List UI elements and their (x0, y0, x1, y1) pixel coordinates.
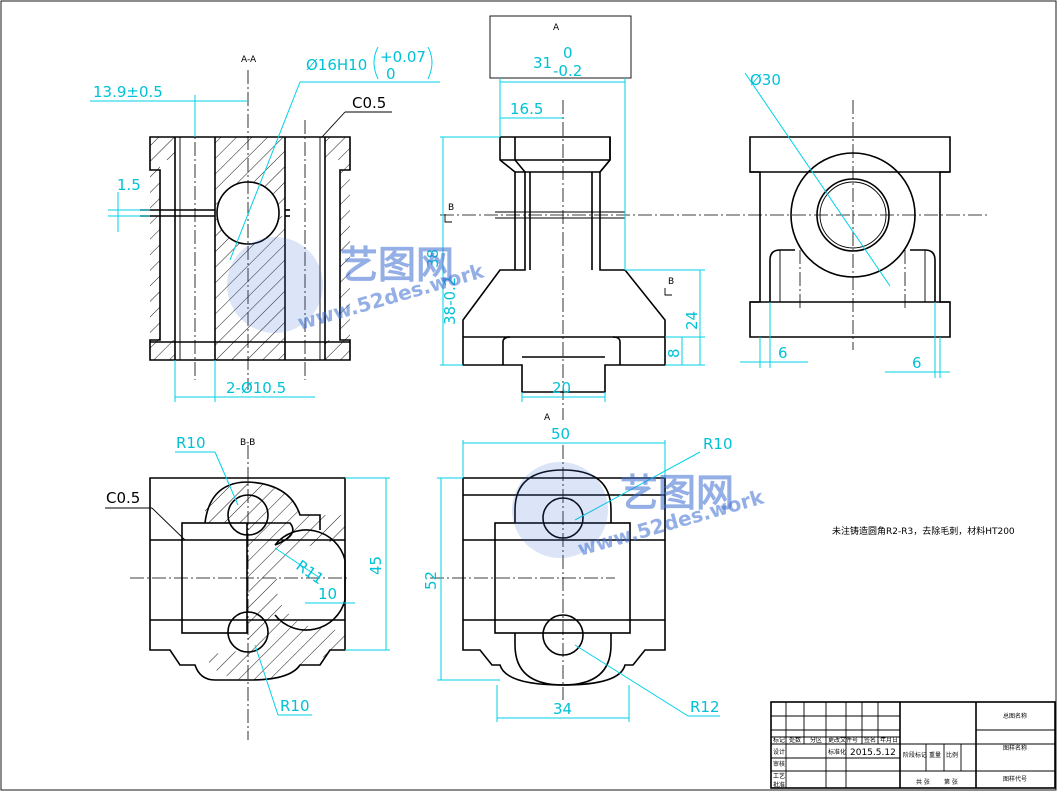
dim-38: 38 (424, 249, 442, 268)
dim-24: 24 (683, 311, 701, 330)
dim-10: 10 (318, 585, 337, 603)
tb-col-date: 年月日 (880, 736, 898, 744)
side-view: Ø30 6 6 (740, 71, 951, 378)
dim-31-upper: 0 (563, 44, 573, 62)
tb-sheet-no: 第 张 (944, 778, 958, 786)
dim-bore: Ø16H10 (306, 56, 367, 74)
front-view: A B B A 31 0 -0.2 16.5 38-0.2 38 (424, 15, 990, 423)
section-view-aa: A-A 13.9±0.5 Ø16H10 +0.07 0 (90, 46, 440, 402)
dim-31: 31 (533, 54, 552, 72)
watermark-logo-top: 艺图网 (340, 243, 454, 287)
dim-bore-tol-upper: +0.07 (380, 48, 426, 66)
tb-col-sign: 签名 (864, 736, 876, 744)
section-label-bb: B-B (240, 438, 255, 448)
section-marker-b-left: B (448, 203, 454, 213)
tb-row-approve: 批准 (773, 781, 785, 789)
dim-1-5: 1.5 (117, 176, 141, 194)
tb-scale: 比例 (946, 751, 958, 759)
radius-r10-top: R10 (176, 434, 206, 452)
technical-note: 未注铸造圆角R2-R3，去除毛刺，材料HT200 (832, 525, 1015, 537)
tb-col-change: 更改文件号 (828, 736, 858, 744)
bottom-view: 50 R10 52 34 R12 (422, 425, 733, 722)
tb-std: 标准化 (828, 748, 846, 756)
tb-col-count: 处数 (789, 736, 801, 744)
tb-row-design: 设计 (773, 748, 785, 756)
tb-row-review: 审核 (773, 760, 785, 768)
watermark-logo-bottom: 艺图网 (620, 471, 734, 515)
tb-weight: 重量 (929, 751, 941, 759)
dim-8: 8 (665, 348, 683, 358)
dim-20: 20 (552, 379, 571, 397)
dim-d30: Ø30 (750, 71, 781, 89)
tb-date: 2015.5.12 (850, 748, 896, 758)
section-marker-a-top: A (553, 23, 560, 33)
tb-product-name: 总图名称 (1003, 712, 1027, 720)
dim-50: 50 (551, 425, 570, 443)
dim-13-9: 13.9±0.5 (93, 83, 163, 101)
chamfer-c05-top: C0.5 (352, 94, 386, 112)
section-marker-a-bottom: A (544, 413, 551, 423)
tb-col-zone: 分区 (810, 736, 822, 744)
tb-drawing-code: 图样代号 (1003, 775, 1027, 783)
chamfer-c05-bb: C0.5 (106, 489, 140, 507)
dim-6-right: 6 (912, 354, 922, 372)
section-view-bb: B-B R10 C0.5 R11 10 45 R10 (105, 434, 390, 740)
dim-31-lower: -0.2 (553, 62, 582, 80)
radius-r11: R11 (293, 557, 328, 589)
dim-16-5: 16.5 (510, 100, 543, 118)
tb-col-mark: 标记 (773, 736, 785, 744)
section-marker-b-right: B (668, 277, 674, 287)
dim-52: 52 (422, 571, 440, 590)
radius-r10-bottom: R10 (280, 697, 310, 715)
tb-drawing-name: 图样名称 (1003, 744, 1027, 752)
radius-r10-right: R10 (703, 435, 733, 453)
radius-r12: R12 (690, 698, 720, 716)
dim-34: 34 (553, 700, 572, 718)
dim-45: 45 (367, 556, 385, 575)
tb-sheets-total: 共 张 (916, 778, 930, 786)
dim-bore-tol-lower: 0 (386, 65, 396, 83)
title-block: 标记 处数 分区 更改文件号 签名 年月日 设计 标准化 2015.5.12 审… (770, 701, 1056, 789)
dim-6-left: 6 (778, 344, 788, 362)
dim-38-full: 38-0.2 (441, 277, 459, 325)
section-label-aa: A-A (241, 55, 257, 65)
watermark-bottom: 艺图网 www.52des.work (512, 462, 767, 561)
tb-row-process: 工艺 (773, 772, 785, 780)
tb-stage: 阶段标记 (903, 751, 927, 759)
dim-holes: 2-Ø10.5 (226, 379, 286, 397)
